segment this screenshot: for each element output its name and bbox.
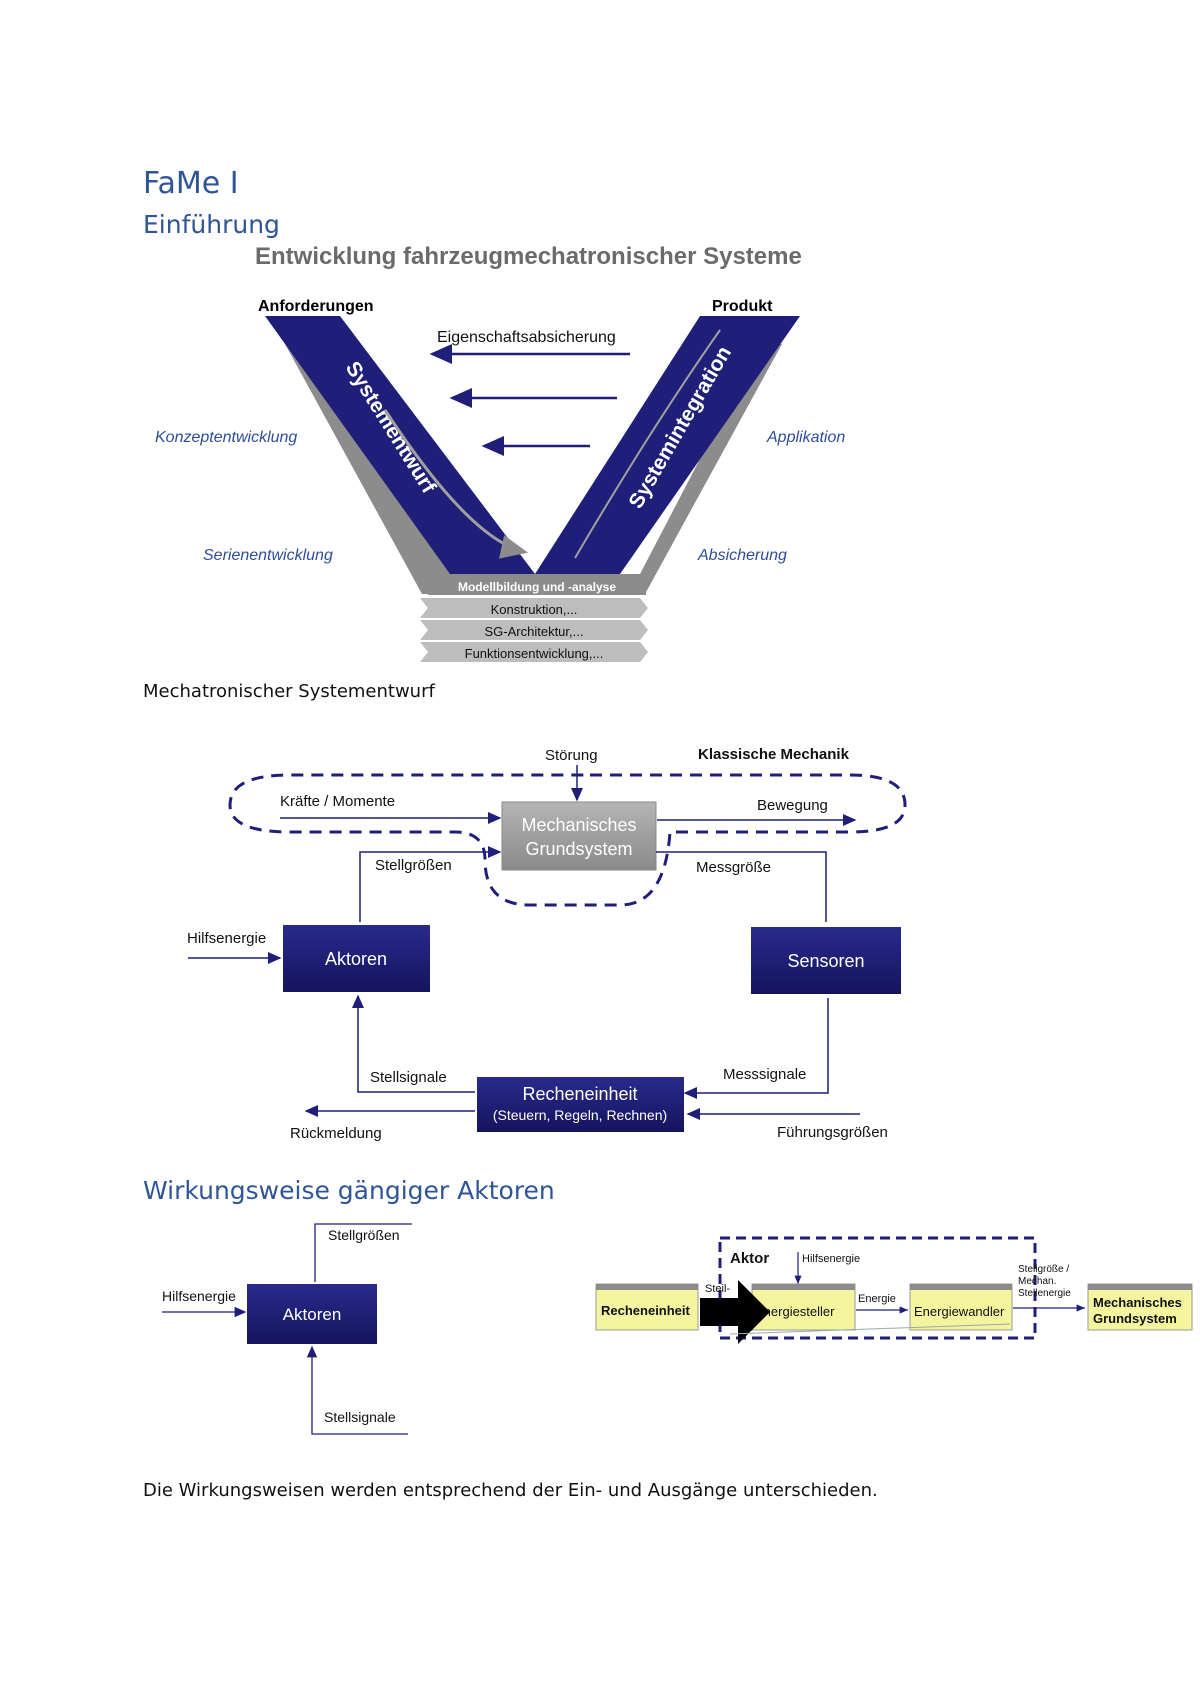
chain-feedback-line bbox=[729, 1323, 1011, 1335]
heading-aktoren: Wirkungsweise gängiger Aktoren bbox=[143, 1176, 555, 1205]
chain-output-line3: Stellenergie bbox=[1018, 1288, 1071, 1299]
aktor-chain-diagram: Aktor Hilfsenergie Recheneinheit Steil- … bbox=[595, 1236, 1193, 1344]
hilfsenergie-label: Hilfsenergie bbox=[187, 930, 266, 947]
stoerung-label: Störung bbox=[545, 747, 598, 764]
aktor-simple-label: Aktoren bbox=[283, 1305, 342, 1324]
v-model-left-upper-label: Konzeptentwicklung bbox=[155, 429, 297, 446]
chain-energiewandler-top-band bbox=[910, 1284, 1012, 1290]
messgroesse-line bbox=[656, 851, 827, 922]
kraefte-label: Kräfte / Momente bbox=[280, 793, 395, 810]
aktor-simple-output-line bbox=[314, 1223, 412, 1282]
chain-mech-line2: Grundsystem bbox=[1093, 1311, 1177, 1326]
aktor-simple-hilfsenergie-label: Hilfsenergie bbox=[162, 1288, 236, 1304]
chain-output-line2: Mechan. bbox=[1018, 1276, 1056, 1287]
mechatronik-diagram: Störung Klassische Mechanik Kräfte / Mom… bbox=[187, 746, 907, 1142]
mechanisches-grundsystem-box bbox=[501, 801, 657, 871]
mechanisches-grundsystem-line1: Mechanisches bbox=[521, 815, 636, 835]
chain-energiewandler-box bbox=[909, 1283, 1013, 1331]
caption-mechatronik: Mechatronischer Systementwurf bbox=[143, 681, 435, 702]
recheneinheit-sub-label: (Steuern, Regeln, Rechnen) bbox=[493, 1107, 667, 1123]
bewegung-label: Bewegung bbox=[757, 797, 828, 814]
sensoren-label: Sensoren bbox=[787, 951, 864, 971]
v-model-arrow-label: Eigenschaftsabsicherung bbox=[437, 329, 616, 346]
messsignale-line bbox=[683, 998, 829, 1099]
stellgroessen-line bbox=[359, 846, 502, 922]
stellsignale-line bbox=[352, 994, 475, 1093]
v-model-right-curve-arrow bbox=[574, 329, 721, 559]
chain-steil-label: Steil- bbox=[705, 1283, 730, 1295]
v-model-left-lower-label: Serienentwicklung bbox=[203, 547, 333, 564]
aktoren-label: Aktoren bbox=[325, 949, 387, 969]
v-model-layer-3-label: Funktionsentwicklung,... bbox=[465, 646, 604, 661]
aktor-simple-box bbox=[247, 1284, 377, 1344]
v-model-layer-1-shape bbox=[420, 598, 648, 618]
aktor-chain-hilfsenergie-label: Hilfsenergie bbox=[802, 1253, 860, 1265]
chain-recheneinheit-top-band bbox=[596, 1284, 698, 1290]
v-model-base-bar bbox=[428, 577, 646, 595]
aktor-chain-title: Aktor bbox=[730, 1250, 769, 1267]
v-model-shadow bbox=[285, 344, 782, 594]
messsignale-label: Messsignale bbox=[723, 1066, 806, 1083]
chain-energie-label: Energie bbox=[858, 1293, 896, 1305]
mechanisches-grundsystem-line2: Grundsystem bbox=[525, 839, 632, 859]
chain-big-arrow bbox=[700, 1280, 770, 1344]
chain-energiesteller-top-band bbox=[752, 1284, 855, 1290]
v-model-layer-2-shape bbox=[420, 620, 648, 640]
aktor-simple-stellgroessen-label: Stellgrößen bbox=[328, 1227, 400, 1243]
chain-mech-box bbox=[1087, 1283, 1193, 1331]
v-model-title: Entwicklung fahrzeugmechatronischer Syst… bbox=[255, 243, 802, 270]
document-title: FaMe I bbox=[143, 166, 239, 201]
stellgroessen-label: Stellgrößen bbox=[375, 857, 452, 874]
messgroesse-label: Messgröße bbox=[696, 859, 771, 876]
v-model-layer-2-label: SG-Architektur,... bbox=[485, 624, 584, 639]
v-model-right-upper-label: Applikation bbox=[766, 429, 845, 446]
chain-mech-top-band bbox=[1088, 1284, 1192, 1290]
v-model-base-label: Modellbildung und -analyse bbox=[458, 580, 616, 594]
aktoren-box bbox=[283, 925, 430, 992]
aktor-simple-diagram: Stellgrößen Hilfsenergie Aktoren Stellsi… bbox=[162, 1223, 412, 1435]
chain-energiewandler-label: Energiewandler bbox=[914, 1304, 1005, 1319]
fuehrung-label: Führungsgrößen bbox=[777, 1124, 888, 1141]
v-model-right-top-label: Produkt bbox=[712, 298, 773, 315]
chain-energiesteller-box bbox=[751, 1283, 856, 1331]
v-model-left-arm bbox=[265, 316, 535, 574]
v-model-left-curve-arrow bbox=[383, 409, 528, 559]
v-model-layer-3-shape bbox=[420, 642, 648, 662]
rueckmeldung-label: Rückmeldung bbox=[290, 1125, 382, 1142]
v-model-right-lower-label: Absicherung bbox=[697, 547, 787, 564]
recheneinheit-box bbox=[477, 1077, 684, 1132]
v-model-diagram: Entwicklung fahrzeugmechatronischer Syst… bbox=[155, 243, 845, 662]
v-model-right-arm bbox=[535, 316, 800, 574]
recheneinheit-label: Recheneinheit bbox=[522, 1084, 637, 1104]
stellsignale-label: Stellsignale bbox=[370, 1069, 447, 1086]
v-model-left-top-label: Anforderungen bbox=[258, 298, 374, 315]
closing-text: Die Wirkungsweisen werden entsprechend d… bbox=[143, 1480, 878, 1501]
aktor-simple-stellsignale-label: Stellsignale bbox=[324, 1409, 396, 1425]
classic-mechanics-boundary bbox=[228, 773, 907, 907]
chain-energiesteller-label: Energiesteller bbox=[755, 1304, 835, 1319]
klassische-mechanik-label: Klassische Mechanik bbox=[698, 746, 850, 763]
document-subtitle: Einführung bbox=[143, 210, 280, 239]
aktor-simple-input-line bbox=[306, 1345, 408, 1435]
chain-mech-line1: Mechanisches bbox=[1093, 1295, 1182, 1310]
chain-output-line1: Stellgröße / bbox=[1018, 1264, 1069, 1275]
sensoren-box bbox=[751, 927, 901, 994]
chain-recheneinheit-label: Recheneinheit bbox=[601, 1303, 691, 1318]
v-model-layer-1-label: Konstruktion,... bbox=[491, 602, 578, 617]
